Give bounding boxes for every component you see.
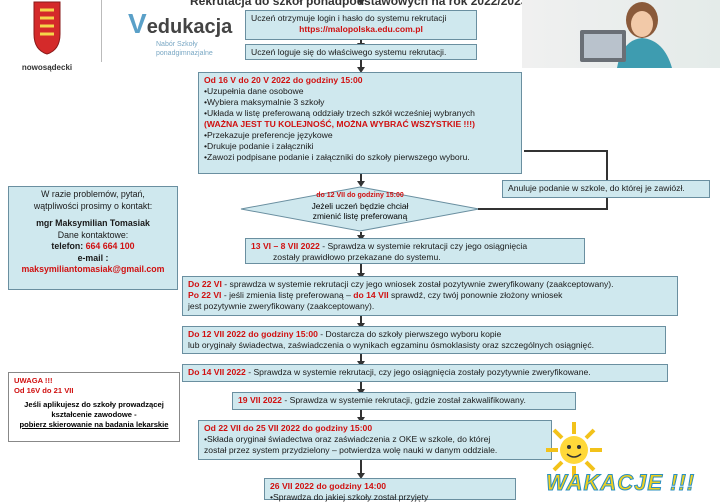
connector: [606, 150, 608, 180]
coat-of-arms-icon: [33, 1, 61, 55]
step-fill-application: Od 16 V do 20 V 2022 do godziny 15:00 •U…: [198, 72, 522, 174]
brand-logo: Vedukacja Nabór Szkoły ponadgimnazjalne: [128, 8, 240, 58]
step-cancel-application: Anuluje podanie w szkole, do której je z…: [502, 180, 710, 198]
holiday-text: WAKACJE !!!: [545, 470, 696, 496]
contact-box: W razie problemów, pytań, wątpliwości pr…: [8, 186, 178, 290]
arrow: [357, 316, 365, 329]
step-check-achievements: 13 VI – 8 VII 2022 - Sprawdza w systemie…: [245, 238, 585, 264]
decision-diamond: [240, 186, 480, 232]
arrow: [357, 174, 365, 187]
contact-phone[interactable]: 664 664 100: [85, 241, 135, 251]
arrow: [357, 382, 365, 395]
arrow: [357, 460, 365, 479]
contact-email[interactable]: maksymiliantomasiak@gmail.com: [21, 264, 165, 274]
step-submit-originals: Od 22 VII do 25 VII 2022 do godziny 15:0…: [198, 420, 552, 460]
logo-divider: [101, 0, 102, 62]
step-check-admission: 26 VII 2022 do godziny 14:00 •Sprawdza d…: [264, 478, 516, 502]
step-deliver-documents: Do 12 VII 2022 do godziny 15:00 - Dostar…: [182, 326, 666, 354]
connector: [478, 208, 608, 210]
student-laptop-photo: [522, 0, 720, 68]
contact-name: mgr Maksymilian Tomasiak: [36, 218, 150, 228]
connector: [606, 198, 608, 210]
brand-v-icon: V: [128, 8, 147, 39]
arrow: [357, 354, 365, 367]
step-verify-application: Do 22 VI - sprawdza w systemie rekrutacj…: [182, 276, 678, 316]
brand-name: edukacja: [146, 16, 233, 38]
arrow: [357, 264, 365, 279]
sun-icon: [546, 422, 602, 478]
brand-sub2: ponadgimnazjalne: [156, 50, 213, 57]
county-logo: nowosądecki: [4, 0, 90, 72]
arrow: [357, 232, 365, 241]
recruitment-link[interactable]: https://malopolska.edu.com.pl: [299, 24, 423, 34]
brand-sub1: Nabór Szkoły: [156, 41, 198, 48]
note-box: UWAGA !!! Od 16V do 21 VII Jeśli aplikuj…: [8, 372, 180, 442]
step-check-verification: Do 14 VII 2022 - Sprawdza w systemie rek…: [182, 364, 668, 382]
step-check-qualification: 19 VII 2022 - Sprawdza w systemie rekrut…: [232, 392, 576, 410]
arrow: [357, 410, 365, 423]
connector: [524, 150, 608, 152]
county-name: nowosądecki: [21, 63, 73, 72]
diamond-text: do 12 VII do godziny 15:00 Jeżeli uczeń …: [311, 192, 409, 221]
step-receive-login: Uczeń otrzymuje login i hasło do systemu…: [245, 10, 477, 40]
arrow: [357, 60, 365, 73]
step-login-system: Uczeń loguje się do właściwego systemu r…: [245, 44, 477, 60]
holiday-badge: WAKACJE !!!: [540, 420, 720, 500]
